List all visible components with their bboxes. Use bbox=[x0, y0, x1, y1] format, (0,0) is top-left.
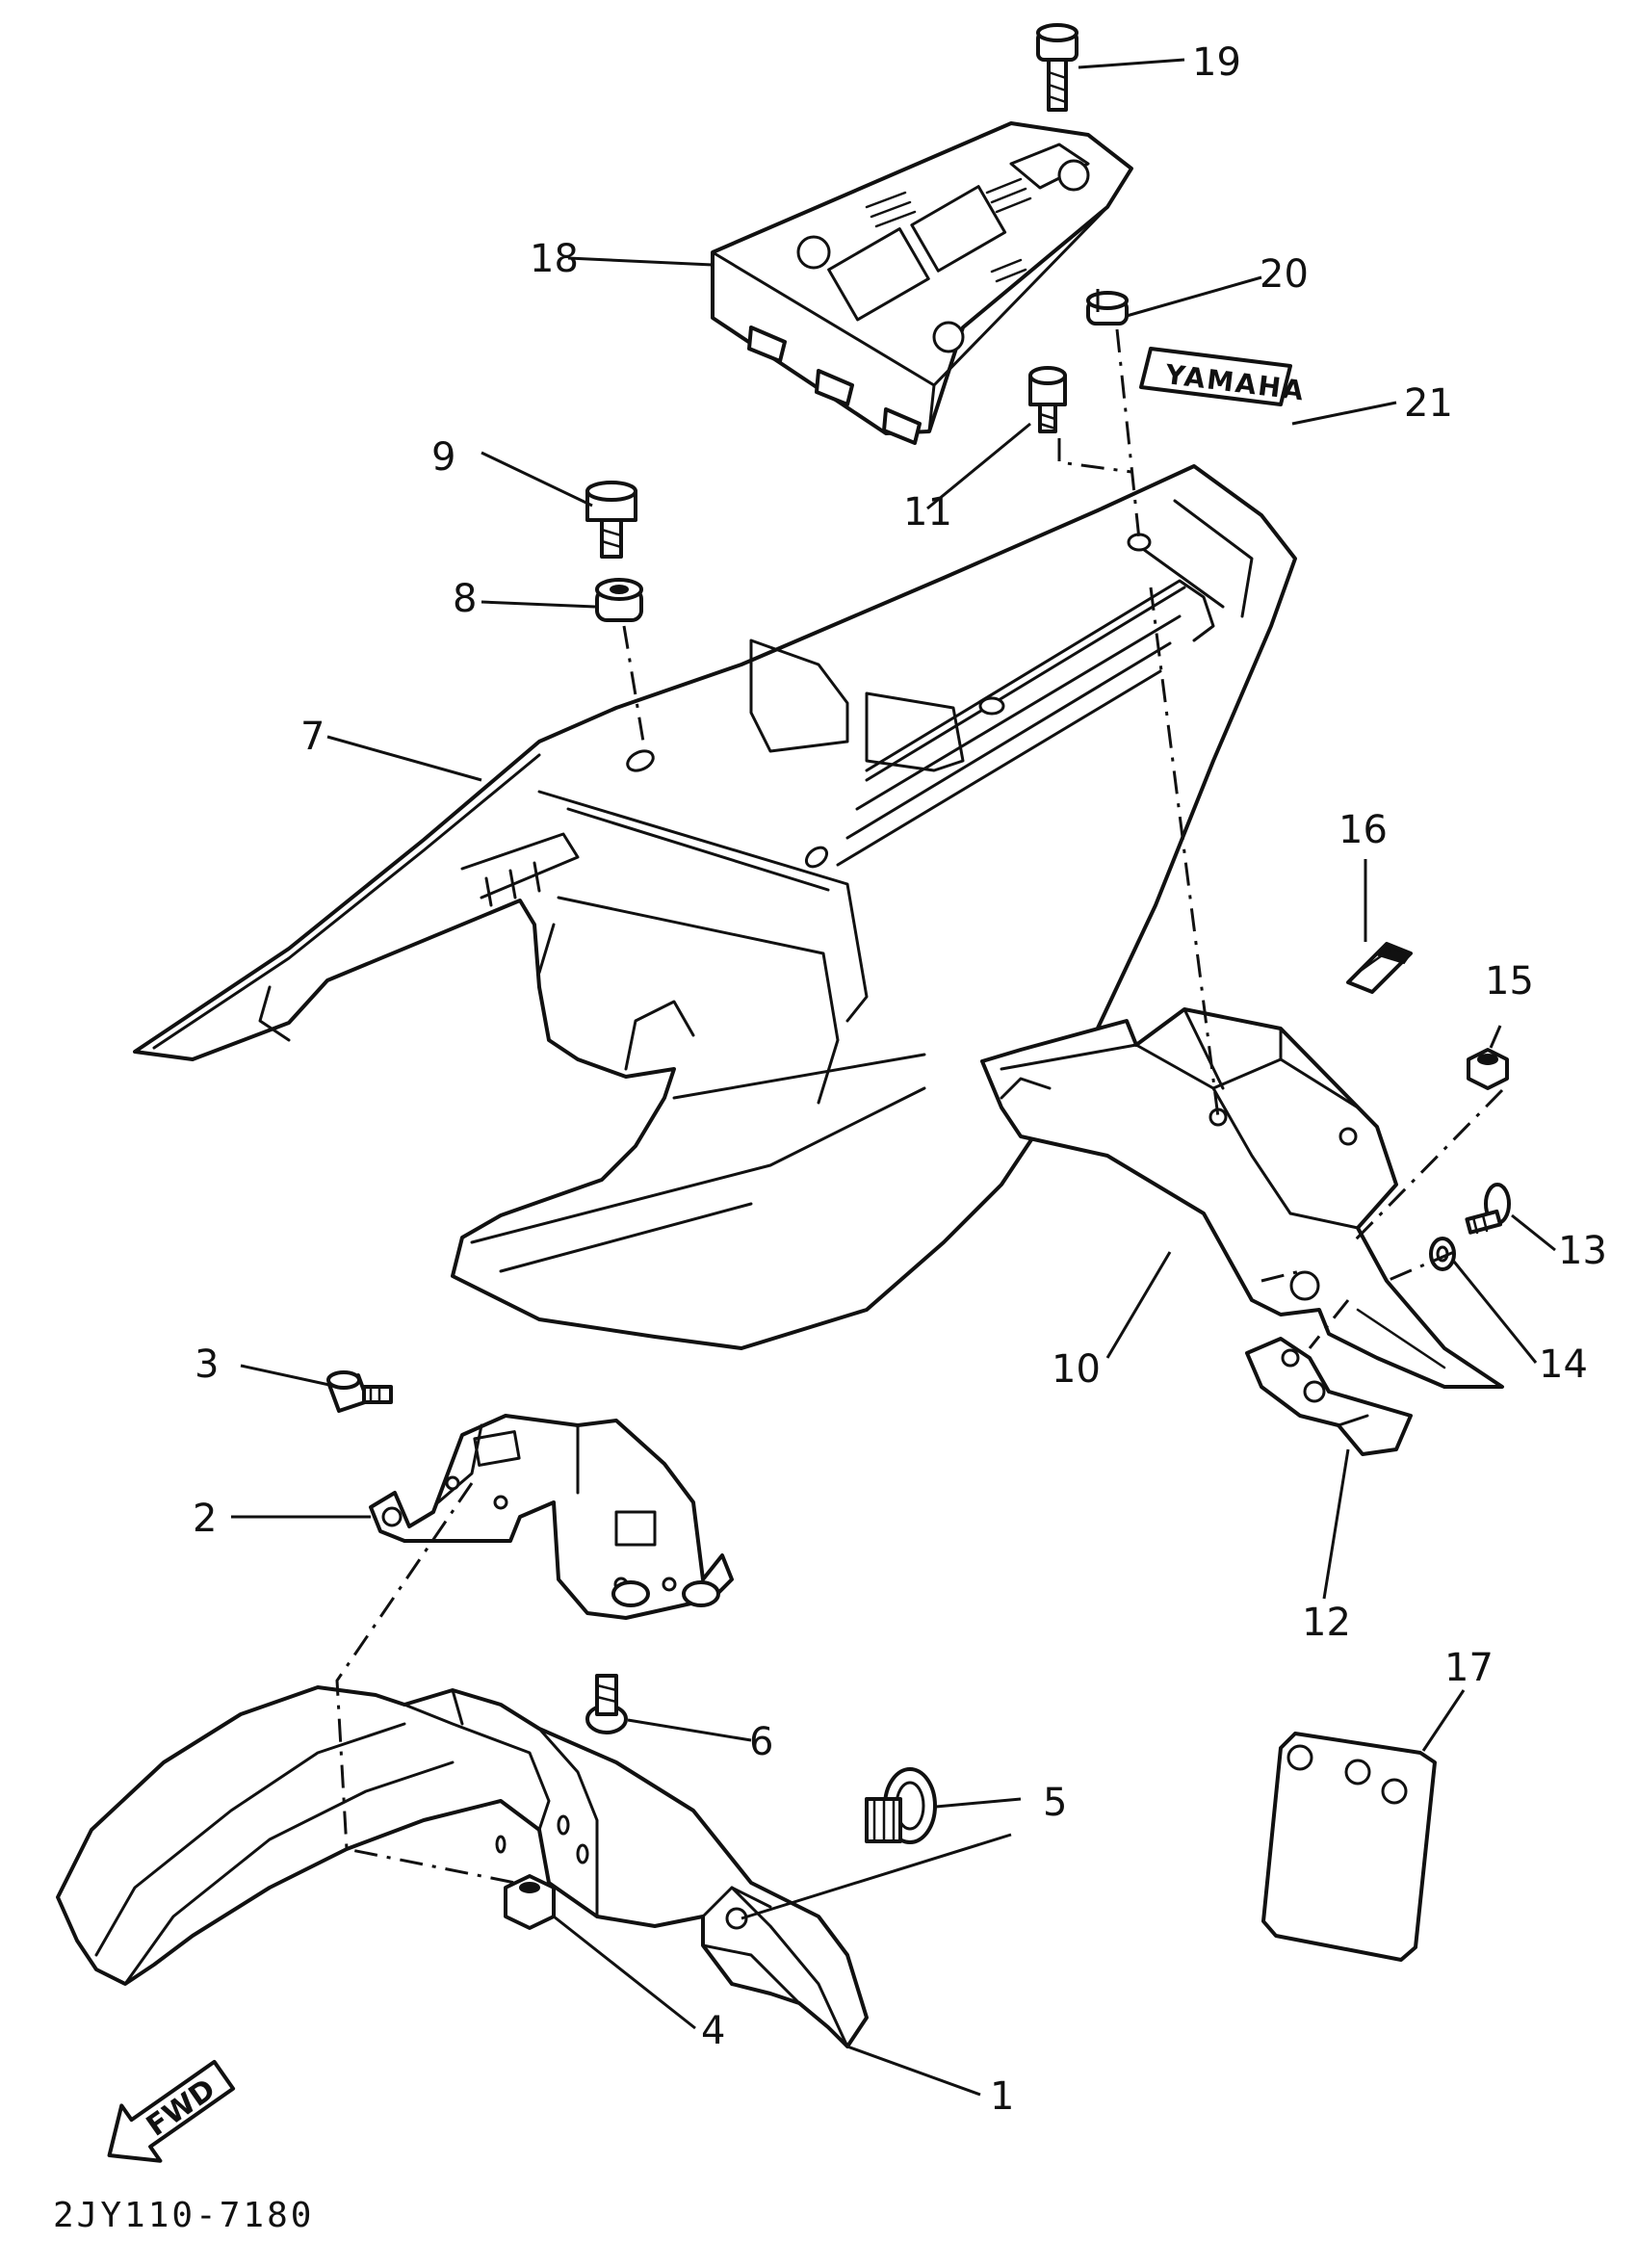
leader-lines bbox=[231, 58, 1556, 2097]
callout-label: 12 bbox=[1302, 1601, 1351, 1645]
callout-label: 17 bbox=[1444, 1646, 1494, 1690]
callout-label: 18 bbox=[530, 237, 579, 281]
callout-label: 4 bbox=[701, 2009, 725, 2053]
part-carrier bbox=[711, 121, 1133, 445]
callout-label: 20 bbox=[1260, 252, 1309, 297]
callout-label: 9 bbox=[431, 435, 455, 480]
drawing-code: 2JY110-7180 bbox=[53, 2196, 314, 2235]
callout-label: 5 bbox=[1043, 1781, 1067, 1825]
alignment-lines bbox=[335, 289, 1504, 1885]
part-grommet bbox=[595, 578, 643, 622]
callout-label: 21 bbox=[1404, 381, 1453, 426]
callout-label: 19 bbox=[1192, 40, 1241, 85]
callout-label: 14 bbox=[1539, 1343, 1588, 1387]
callout-label: 6 bbox=[749, 1720, 773, 1764]
part-front-fender bbox=[56, 1685, 869, 2048]
callout-labels: 1 2 3 4 5 6 7 8 9 10 11 12 13 14 15 16 1… bbox=[193, 40, 1607, 2119]
callout-label: 1 bbox=[990, 2074, 1014, 2119]
part-collar bbox=[1086, 291, 1129, 326]
part-taillight-bracket bbox=[980, 1007, 1504, 1389]
callout-label: 8 bbox=[453, 577, 477, 621]
callout-label: 2 bbox=[193, 1497, 217, 1541]
part-nut bbox=[1467, 1048, 1509, 1090]
callout-label: 3 bbox=[195, 1343, 219, 1387]
callout-label: 13 bbox=[1558, 1229, 1607, 1273]
part-nut bbox=[504, 1874, 556, 1930]
forward-direction-arrow: FWD bbox=[107, 2059, 236, 2163]
callout-label: 7 bbox=[300, 715, 325, 759]
part-bolt bbox=[1036, 23, 1078, 112]
callout-label: 11 bbox=[903, 490, 952, 534]
part-emblem: YAMAHA bbox=[1139, 347, 1307, 407]
callout-label: 16 bbox=[1338, 808, 1388, 852]
part-plate bbox=[1261, 1732, 1437, 1962]
callout-label: 15 bbox=[1485, 959, 1534, 1004]
callout-label: 10 bbox=[1052, 1347, 1101, 1392]
part-headlight-bracket bbox=[369, 1414, 734, 1620]
part-reflector bbox=[1346, 942, 1413, 994]
part-grommet-bolt bbox=[865, 1767, 937, 1844]
part-bolt bbox=[326, 1370, 393, 1413]
part-screw bbox=[585, 1674, 628, 1734]
part-washer bbox=[1429, 1237, 1456, 1271]
part-screw bbox=[1465, 1183, 1511, 1235]
part-rear-cowl bbox=[133, 464, 1297, 1350]
part-bolt bbox=[1028, 366, 1067, 433]
part-bolt bbox=[585, 481, 637, 559]
part-small-bracket bbox=[1245, 1337, 1413, 1456]
